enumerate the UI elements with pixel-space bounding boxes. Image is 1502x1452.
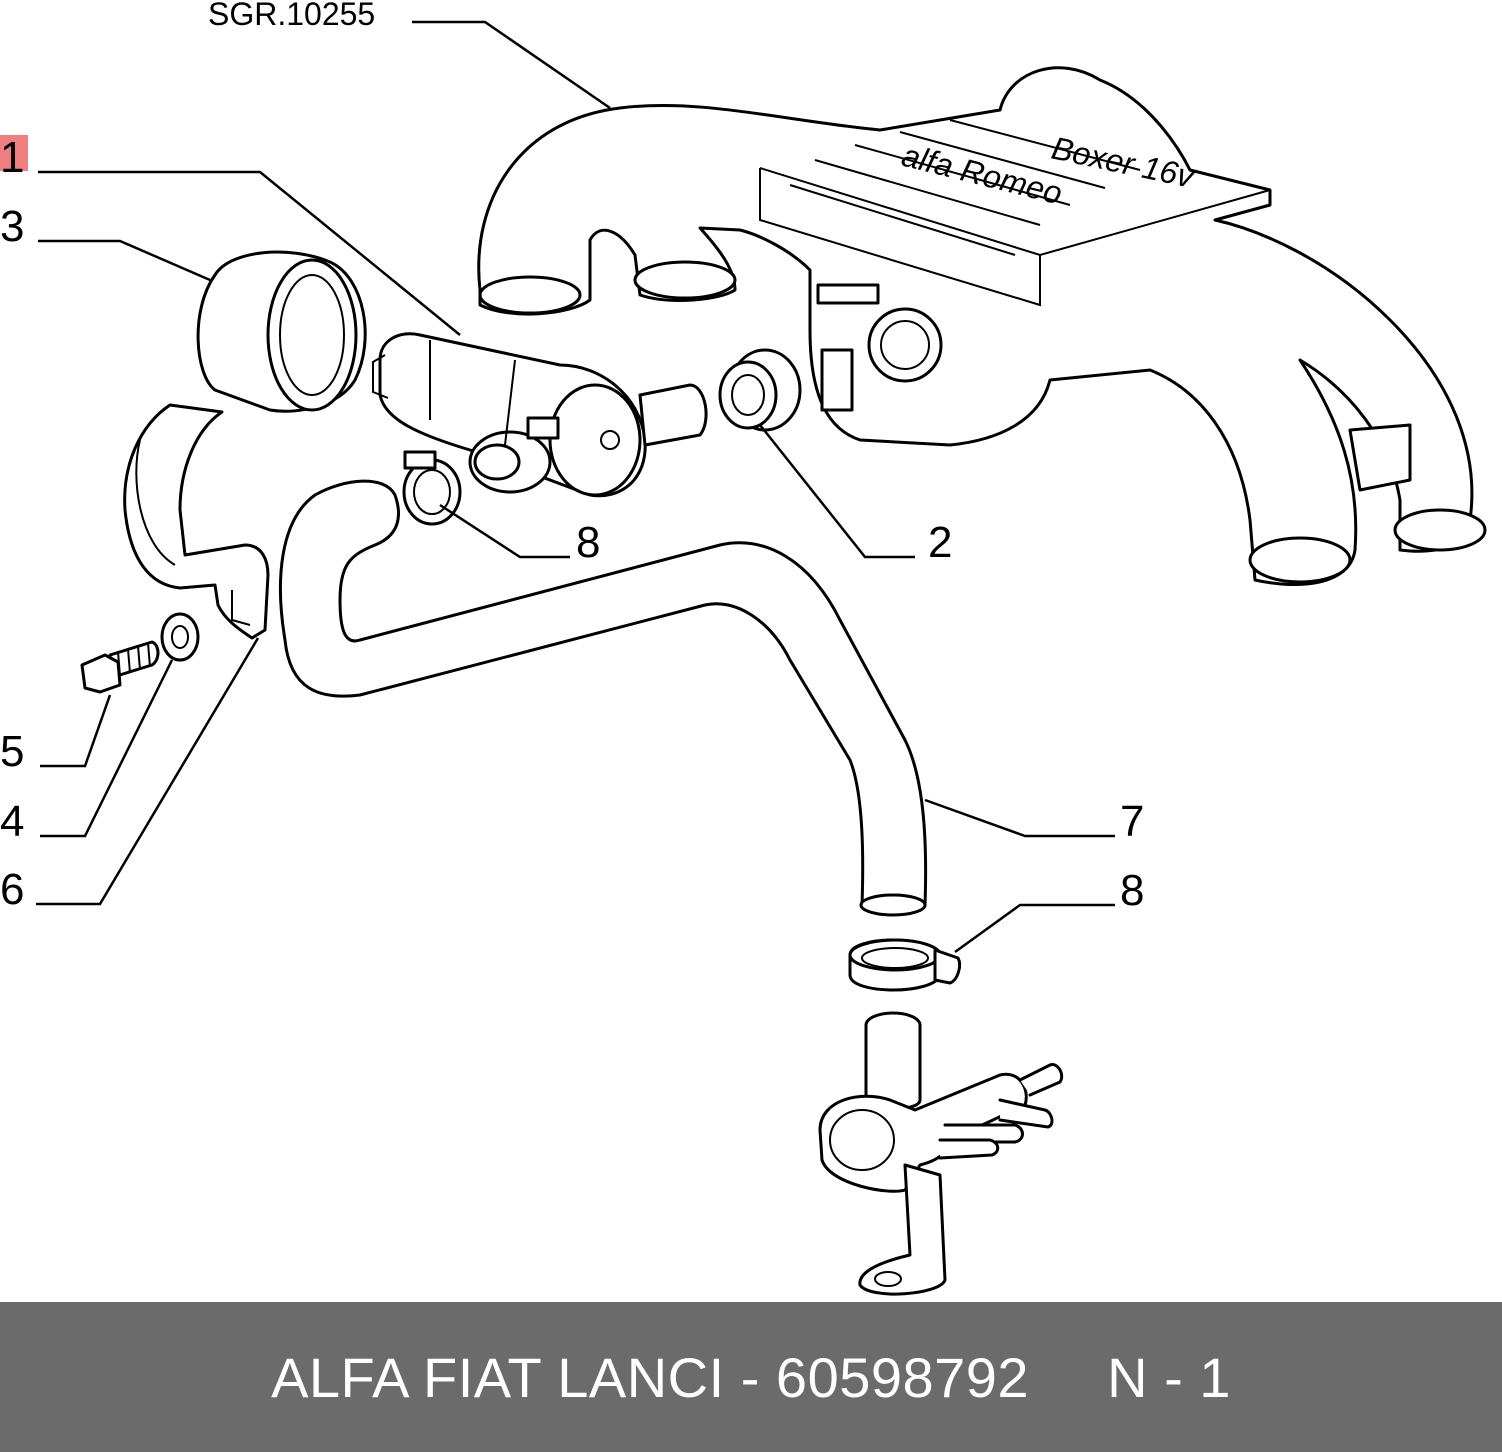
callout-8-lower: 8 [1120, 866, 1144, 915]
footer-text: ALFA FIAT LANCI - 60598792 N - 1 [271, 1345, 1231, 1410]
parts-diagram: alfa Romeo Boxer 16v [0, 0, 1487, 1296]
callout-2: 2 [928, 518, 952, 567]
footer-position: N - 1 [1107, 1345, 1231, 1409]
callout-7: 7 [1120, 797, 1144, 846]
footer-separator: - [724, 1345, 776, 1409]
callout-5: 5 [0, 727, 24, 776]
reference-code: SGR.10255 [208, 0, 375, 32]
callout-3: 3 [0, 202, 24, 251]
footer-part-number: 60598792 [775, 1345, 1030, 1409]
footer-bar: ALFA FIAT LANCI - 60598792 N - 1 [0, 1302, 1502, 1452]
callout-8-upper: 8 [576, 518, 600, 567]
leader-lines [36, 20, 1115, 954]
part-8-lower-clamp [848, 938, 962, 992]
part-3-sleeve [196, 250, 367, 413]
part-2-grommet [718, 348, 802, 432]
callout-4: 4 [0, 797, 24, 846]
part-6-bracket [123, 403, 270, 640]
coolant-fitting [818, 1011, 1064, 1296]
part-5-bolt [80, 640, 160, 694]
intake-manifold: alfa Romeo Boxer 16v [477, 66, 1487, 586]
callout-1-highlight [0, 135, 28, 171]
part-7-hose [278, 479, 928, 917]
footer-brand: ALFA FIAT LANCI [271, 1345, 725, 1409]
callout-6: 6 [0, 865, 24, 914]
part-4-washer [160, 612, 200, 662]
callout-1: 1 [0, 133, 24, 182]
part-1-valve [372, 332, 708, 498]
